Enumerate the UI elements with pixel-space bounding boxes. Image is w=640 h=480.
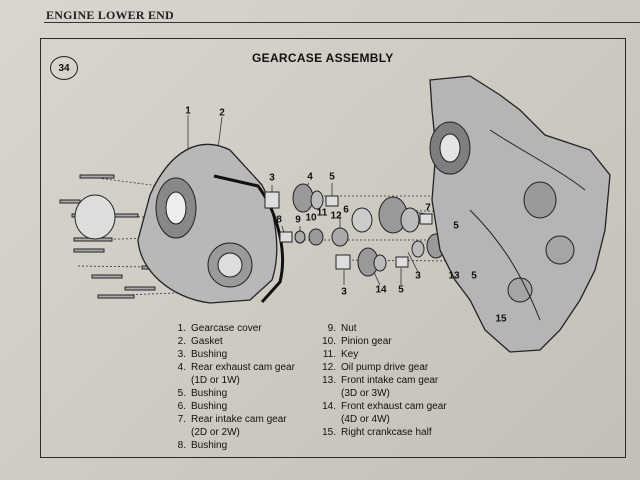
crankcase-shape: [429, 75, 611, 353]
legend-right: 9.Nut 10.Pinion gear 11.Key 12.Oil pump …: [322, 322, 447, 439]
legend-left: 1.Gearcase cover 2.Gasket 3.Bushing 4.Re…: [172, 322, 295, 452]
callout-12: 12: [330, 210, 342, 222]
legend-item: 7.Rear intake cam gear: [177, 414, 287, 425]
callout-14: 14: [375, 284, 387, 296]
legend-item: 5.Bushing: [177, 388, 228, 399]
legend-item-sub: (1D or 1W): [191, 375, 240, 386]
callout-5: 5: [329, 171, 335, 183]
callout-5c: 5: [471, 270, 477, 282]
callout-13: 13: [448, 270, 460, 282]
callout-1: 1: [185, 105, 191, 117]
callout-2: 2: [219, 107, 225, 119]
legend-item: 13.Front intake cam gear: [322, 375, 439, 386]
callout-11: 11: [316, 207, 328, 219]
callout-10: 10: [305, 212, 317, 224]
running-head: ENGINE LOWER END: [46, 8, 174, 22]
legend-item: 2.Gasket: [177, 336, 223, 347]
legend-item: 6.Bushing: [177, 401, 228, 412]
callout-3c: 3: [341, 286, 347, 298]
callout-8: 8: [276, 214, 282, 226]
gearcase-cover-shape: [137, 143, 278, 304]
callout-4: 4: [307, 171, 313, 183]
gasket-shape: [213, 174, 284, 304]
legend-item: 10.Pinion gear: [322, 336, 392, 347]
callout-5d: 5: [398, 284, 404, 296]
callout-6: 6: [343, 204, 349, 216]
legend-item-sub: (2D or 2W): [191, 427, 240, 438]
legend-item-sub: (3D or 3W): [341, 388, 390, 399]
figure-number-badge: 34: [50, 56, 78, 80]
legend-item-sub: (4D or 4W): [341, 414, 390, 425]
legend-item: 8.Bushing: [177, 440, 228, 451]
callout-3: 3: [269, 172, 275, 184]
callout-5b: 5: [453, 220, 459, 232]
inspection-cover-disc: [74, 194, 116, 240]
callout-7: 7: [425, 202, 431, 214]
legend-item: 4.Rear exhaust cam gear: [177, 362, 295, 373]
legend-item: 14.Front exhaust cam gear: [322, 401, 447, 412]
callout-3b: 3: [415, 270, 421, 282]
figure-frame: [40, 38, 626, 458]
legend-item: 9.Nut: [327, 323, 357, 334]
cover-screws: [59, 174, 167, 299]
callout-15: 15: [495, 313, 507, 325]
callout-9: 9: [295, 214, 301, 226]
header-rule: [44, 22, 640, 23]
figure-title: GEARCASE ASSEMBLY: [252, 51, 394, 65]
legend-item: 11.Key: [322, 349, 359, 360]
legend-item: 3.Bushing: [177, 349, 228, 360]
legend-item: 15.Right crankcase half: [322, 427, 432, 438]
legend-item: 12.Oil pump drive gear: [322, 362, 429, 373]
legend-item: 1.Gearcase cover: [177, 323, 262, 334]
